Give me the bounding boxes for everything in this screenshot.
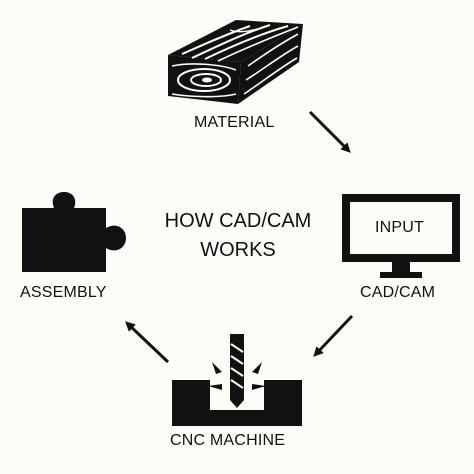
diagram-title: HOW CAD/CAM WORKS [138,207,338,265]
wood-block-icon [168,20,303,104]
computer-monitor-icon [342,194,460,278]
arrow-material-to-cadcam [308,110,351,153]
material-label: MATERIAL [194,114,275,131]
monitor-screen-text: INPUT [375,219,424,236]
title-line-1: HOW CAD/CAM [164,210,312,232]
cnc-machine-label: CNC MACHINE [170,432,286,449]
puzzle-piece-icon [22,192,126,272]
arrow-cadcam-to-cnc [313,314,354,357]
assembly-label: ASSEMBLY [20,284,107,301]
title-line-2: WORKS [200,239,276,261]
cad-cam-label: CAD/CAM [360,284,436,301]
cnc-machine-icon [172,334,302,426]
arrow-cnc-to-assembly [125,321,170,364]
